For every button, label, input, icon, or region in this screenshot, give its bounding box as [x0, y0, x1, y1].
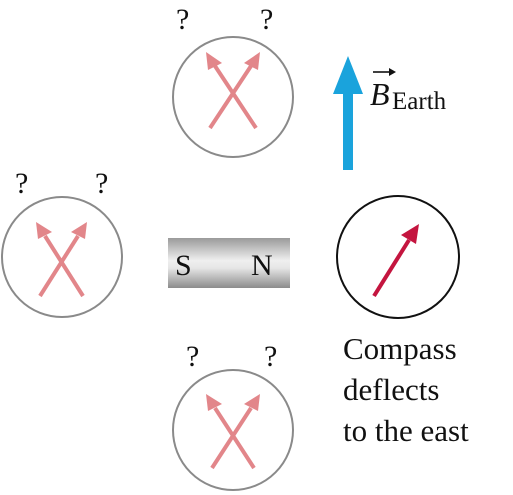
compass-right-circle — [336, 195, 460, 319]
compass-left-circle — [1, 196, 123, 318]
caption-line-3: to the east — [343, 413, 469, 448]
bar-magnet-body — [168, 238, 290, 288]
compass-top-circle — [172, 36, 294, 158]
question-mark-bottom-left: ? — [186, 340, 199, 373]
deflected-needle-icon — [372, 224, 419, 298]
bar-magnet: S N — [168, 238, 290, 288]
north-pole-label: N — [251, 249, 273, 282]
compass-bottom: ? ? — [172, 340, 294, 491]
question-mark-left-right: ? — [95, 167, 108, 200]
question-mark-left-left: ? — [15, 167, 28, 200]
compass-bottom-circle — [172, 369, 294, 491]
question-mark-top-right: ? — [260, 3, 273, 36]
caption-line-1: Compass — [343, 331, 457, 366]
crossed-needles-icon — [36, 222, 87, 298]
earth-field-arrowhead-icon — [333, 56, 363, 94]
caption-line-2: deflects — [343, 372, 439, 407]
compass-right — [336, 195, 460, 319]
vector-arrow-icon — [389, 68, 396, 76]
south-pole-label: S — [175, 249, 192, 282]
earth-field-symbol: B — [370, 76, 390, 112]
question-mark-bottom-right: ? — [264, 340, 277, 373]
earth-field-subscript: Earth — [392, 88, 447, 115]
earth-field-label: B Earth — [370, 68, 447, 115]
compass-top: ? ? — [172, 3, 294, 158]
earth-field-arrow — [333, 56, 363, 170]
caption: Compass deflects to the east — [343, 331, 469, 448]
compass-left: ? ? — [1, 167, 123, 318]
crossed-needles-icon — [206, 394, 260, 470]
question-mark-top-left: ? — [176, 3, 189, 36]
crossed-needles-icon — [206, 52, 260, 130]
